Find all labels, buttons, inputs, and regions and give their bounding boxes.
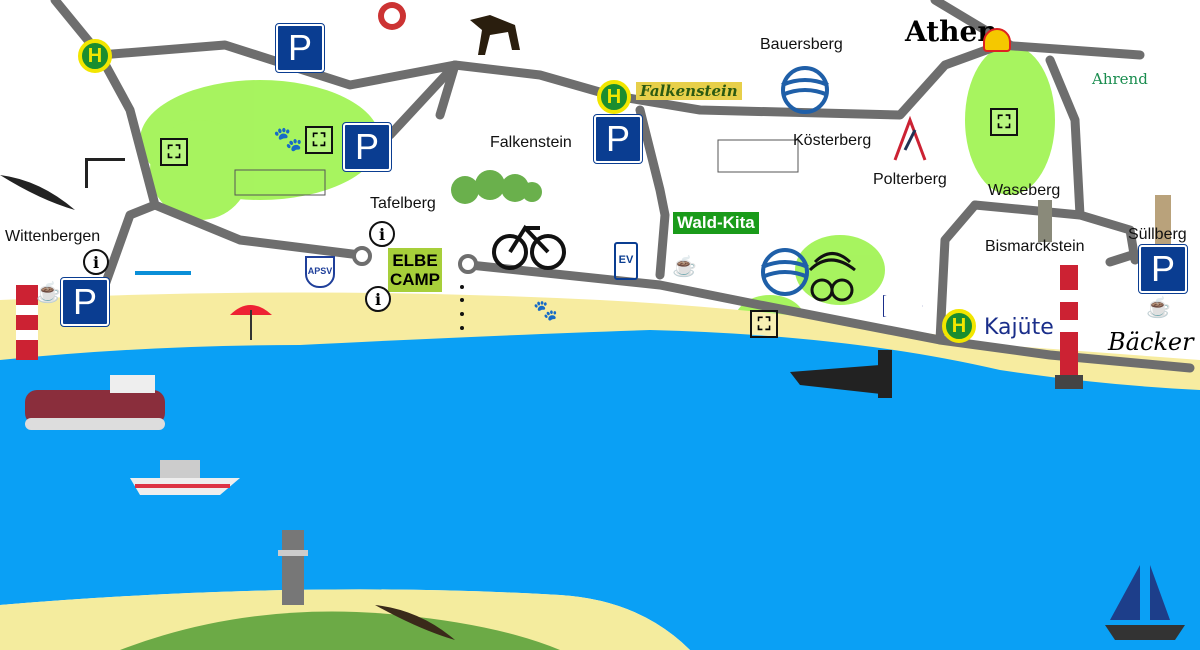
crest-icon [378, 2, 406, 30]
picnic-area-icon[interactable]: ⛶ [160, 138, 188, 166]
place-bauersberg: Bauersberg [760, 36, 843, 53]
lighthouse-wittenbergen-icon [16, 285, 38, 360]
paw-print-icon: 🐾 [533, 300, 558, 322]
info-icon[interactable]: i [365, 286, 391, 312]
south-shore-green [120, 611, 560, 650]
trees-icon [451, 170, 542, 204]
bus-stop-icon[interactable]: H [942, 309, 976, 343]
shipwreck-icon [790, 350, 892, 398]
ferry-icon [25, 375, 165, 430]
golf-logo-icon [85, 158, 125, 188]
bus-stop-icon[interactable]: H [78, 39, 112, 73]
forest-areas [140, 45, 1055, 345]
falkenstein-sign: Falkenstein [636, 82, 742, 100]
waseberg-tower-icon [1038, 200, 1052, 242]
cafe-icon[interactable]: ☕ [1146, 297, 1171, 319]
kajuete-logo: Kajüte [984, 315, 1054, 340]
info-icon[interactable]: i [369, 221, 395, 247]
elbe-camp-line1: ELBE [392, 251, 438, 270]
place-falkenstein: Falkenstein [490, 134, 572, 151]
roads [50, 0, 1195, 373]
parking-icon[interactable]: P [1138, 244, 1188, 294]
picnic-area-icon[interactable]: ⛶ [990, 108, 1018, 136]
polterberg-logo [893, 115, 927, 161]
ev-charging-icon[interactable]: EV [614, 242, 638, 280]
building-icon [234, 139, 799, 196]
horse-icon [470, 15, 520, 55]
sailing-club-icon [135, 235, 191, 275]
place-polterberg: Polterberg [873, 171, 947, 188]
elbe-camp-logo[interactable]: ELBE CAMP [388, 248, 442, 292]
road-end-marker [352, 246, 372, 266]
eagle-icon [375, 605, 455, 640]
wald-kita-label[interactable]: Wald-Kita [673, 212, 759, 234]
eagle-icon [0, 175, 75, 210]
info-icon[interactable]: i [83, 249, 109, 275]
theatre-icon [808, 252, 856, 302]
ahrend-logo: Ahrend [1092, 70, 1148, 88]
water-wave-icon [761, 248, 809, 296]
place-wittenbergen: Wittenbergen [5, 228, 101, 245]
dotted-path [460, 285, 464, 330]
tower-icon [278, 530, 308, 605]
place-tafelberg: Tafelberg [370, 195, 436, 212]
lighthouse-bismarckstein-icon [1055, 265, 1083, 389]
elbe-camp-line2: CAMP [389, 270, 441, 289]
bicycle-icon [492, 224, 566, 270]
place-bismarckstein: Bismarckstein [985, 238, 1085, 255]
bus-stop-icon[interactable]: H [597, 80, 631, 114]
baecker-logo: Bäcker [1108, 328, 1194, 356]
cafe-icon[interactable]: ☕ [36, 282, 61, 304]
place-koesterberg: Kösterberg [793, 132, 872, 149]
athen-logo: Athen [905, 15, 998, 48]
shell-logo-icon [983, 28, 1011, 52]
motorboat-icon [130, 460, 240, 495]
water-wave-icon [781, 66, 829, 114]
sailboat-icon [1105, 565, 1185, 640]
cafe-icon[interactable]: ☕ [672, 256, 697, 278]
parking-icon[interactable]: P [275, 23, 325, 73]
parking-icon[interactable]: P [593, 114, 643, 164]
place-waseberg: Waseberg [988, 182, 1061, 199]
picnic-area-icon[interactable]: ⛶ [305, 126, 333, 154]
parking-icon[interactable]: P [60, 277, 110, 327]
apsv-logo: APSV [305, 256, 335, 288]
paw-print-icon: 🐾 [273, 126, 303, 153]
place-suellberg: Süllberg [1128, 226, 1187, 243]
road-end-marker [458, 254, 478, 274]
umbrella-icon [230, 305, 272, 340]
picnic-area-icon[interactable]: ⛶ [750, 310, 778, 338]
parking-icon[interactable]: P [342, 122, 392, 172]
suellberg-tower-icon [1155, 195, 1171, 245]
